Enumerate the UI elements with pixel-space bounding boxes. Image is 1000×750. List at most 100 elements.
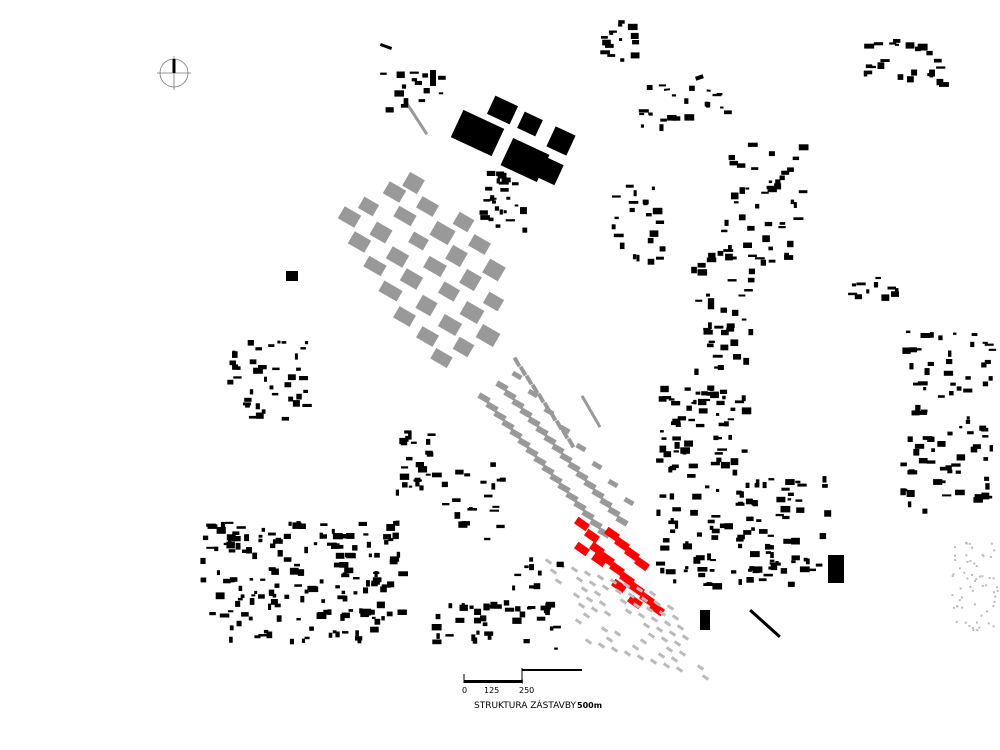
proposed-block xyxy=(524,374,534,386)
building xyxy=(618,23,623,27)
building xyxy=(922,436,933,440)
building xyxy=(258,538,263,543)
proposed-block xyxy=(501,419,515,431)
building xyxy=(933,58,942,63)
building xyxy=(438,92,444,95)
building xyxy=(726,327,735,332)
proposed-block xyxy=(477,392,491,404)
secondary-block xyxy=(605,636,614,643)
building xyxy=(927,361,934,366)
building xyxy=(779,222,786,225)
building xyxy=(887,286,896,290)
scale-label-125: 125 xyxy=(484,686,499,695)
secondary-block xyxy=(613,630,622,637)
building xyxy=(717,448,727,451)
building xyxy=(632,40,640,45)
building xyxy=(556,561,564,568)
building xyxy=(261,527,265,532)
proposed-block xyxy=(415,294,438,317)
proposed-block xyxy=(452,211,475,233)
secondary-block xyxy=(953,546,956,549)
building xyxy=(907,76,914,83)
proposed-block xyxy=(495,380,509,392)
building xyxy=(484,537,491,541)
building xyxy=(236,366,241,370)
secondary-block xyxy=(585,596,594,603)
building xyxy=(232,364,239,370)
building xyxy=(274,603,281,608)
highlighted-block xyxy=(638,591,656,607)
building xyxy=(656,509,661,516)
secondary-block xyxy=(572,592,581,599)
building xyxy=(629,207,635,213)
building xyxy=(755,479,760,484)
building xyxy=(249,598,255,605)
secondary-block xyxy=(636,654,645,661)
building xyxy=(227,610,234,613)
building xyxy=(480,215,490,220)
building xyxy=(488,217,494,222)
building xyxy=(355,636,363,641)
building xyxy=(483,603,490,611)
building xyxy=(738,294,746,297)
building xyxy=(720,461,730,469)
building xyxy=(214,546,219,552)
scale-label-250: 250 xyxy=(519,686,534,695)
building xyxy=(656,256,664,260)
building xyxy=(684,387,691,391)
building xyxy=(340,614,345,621)
building xyxy=(660,545,670,551)
building xyxy=(232,536,241,542)
building xyxy=(396,551,401,558)
building xyxy=(270,599,278,605)
secondary-block xyxy=(614,588,623,595)
building xyxy=(891,291,899,297)
building xyxy=(529,585,538,589)
building xyxy=(965,376,971,380)
building xyxy=(600,50,610,55)
building xyxy=(728,434,732,440)
building xyxy=(745,482,750,488)
building xyxy=(480,480,487,484)
secondary-block xyxy=(600,626,609,633)
secondary-block xyxy=(996,586,999,589)
building xyxy=(297,569,305,576)
building xyxy=(792,156,800,161)
building xyxy=(281,416,289,421)
building xyxy=(452,498,461,502)
proposed-blocks xyxy=(337,99,635,539)
secondary-block xyxy=(965,542,968,545)
building xyxy=(427,433,436,436)
building xyxy=(775,179,781,186)
building xyxy=(769,559,775,563)
building xyxy=(258,365,267,370)
proposed-block xyxy=(541,464,555,476)
building xyxy=(698,572,706,578)
building xyxy=(918,458,928,464)
building xyxy=(688,463,698,469)
building xyxy=(790,199,795,205)
building xyxy=(410,441,417,444)
proposed-block xyxy=(536,392,546,404)
building xyxy=(672,507,681,512)
building xyxy=(933,479,943,485)
building xyxy=(638,109,649,113)
building xyxy=(353,591,358,595)
building xyxy=(380,72,387,75)
building xyxy=(276,615,282,622)
building xyxy=(864,43,875,49)
building xyxy=(911,410,920,416)
building xyxy=(649,230,659,237)
building xyxy=(226,534,236,541)
building xyxy=(241,549,248,553)
building xyxy=(471,634,476,641)
building xyxy=(685,541,689,545)
building xyxy=(258,634,267,637)
building xyxy=(236,620,242,627)
building xyxy=(255,412,264,419)
building xyxy=(712,93,722,97)
building xyxy=(848,292,858,296)
building xyxy=(683,569,688,573)
building xyxy=(304,636,310,640)
building xyxy=(732,309,739,316)
